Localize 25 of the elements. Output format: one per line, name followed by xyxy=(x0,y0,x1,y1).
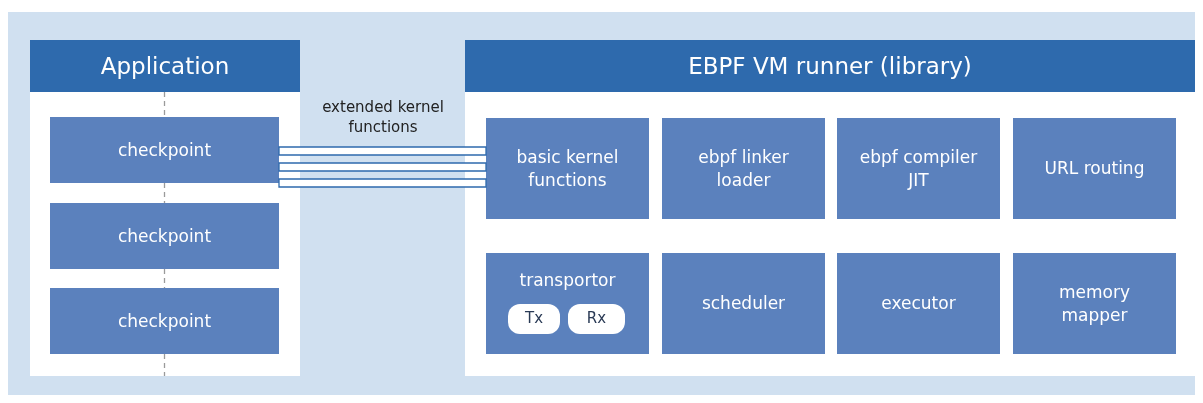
connector-pipe xyxy=(278,162,487,172)
component-box: checkpoint xyxy=(50,288,279,354)
panel-header: EBPF VM runner (library) xyxy=(465,40,1195,92)
component-box: basic kernel functions xyxy=(486,118,649,219)
component-box: ebpf linker loader xyxy=(662,118,825,219)
component-box: memory mapper xyxy=(1013,253,1176,354)
pill-badge: Rx xyxy=(568,304,625,334)
component-box: URL routing xyxy=(1013,118,1176,219)
component-box: checkpoint xyxy=(50,117,279,183)
component-box: scheduler xyxy=(662,253,825,354)
panel xyxy=(30,40,300,376)
panel xyxy=(465,40,1195,376)
component-box: ebpf compiler JIT xyxy=(837,118,1000,219)
connector-pipe xyxy=(278,146,487,156)
dashed-line xyxy=(163,182,166,204)
connector-pipe xyxy=(278,178,487,188)
dashed-line xyxy=(163,91,166,118)
dashed-line xyxy=(163,353,166,377)
component-box: checkpoint xyxy=(50,203,279,269)
component-box xyxy=(486,253,649,354)
component-box: executor xyxy=(837,253,1000,354)
dashed-line xyxy=(163,268,166,289)
panel-header: Application xyxy=(30,40,300,92)
pill-badge: Tx xyxy=(508,304,560,334)
component-label: transportor xyxy=(518,269,617,292)
